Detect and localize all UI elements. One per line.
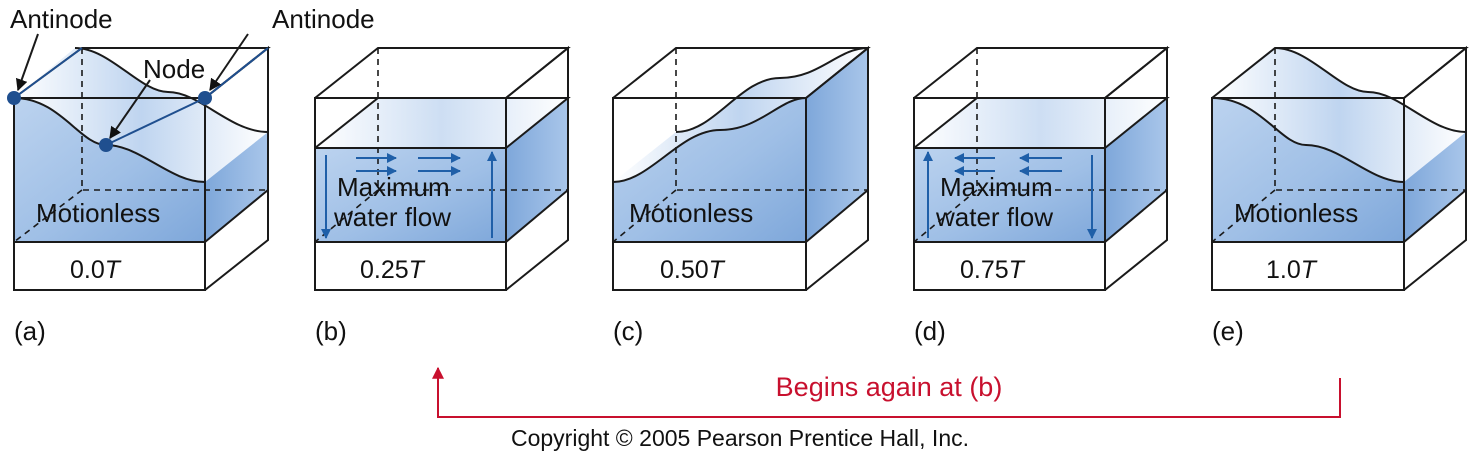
caption-d-line1: Maximum xyxy=(940,172,1053,202)
caption-e: Motionless xyxy=(1234,198,1358,228)
panel-d: Maximum water flow 0.75T (d) xyxy=(913,45,1170,346)
letter-e: (e) xyxy=(1212,316,1244,346)
antinode-label-right: Antinode xyxy=(272,4,375,34)
caption-d-line2: water flow xyxy=(935,202,1053,232)
period-symbol: T xyxy=(409,256,426,284)
time-e: 1.0T xyxy=(1266,256,1318,284)
caption-b-line2: water flow xyxy=(333,202,451,232)
antinode-dot-left xyxy=(7,91,21,105)
panel-a: Antinode Antinode Node Motionless 0.0T (… xyxy=(7,4,375,346)
time-a: 0.0T xyxy=(70,256,122,284)
cycle-note: Begins again at (b) xyxy=(776,372,1003,402)
panel-b: Maximum water flow 0.25T (b) xyxy=(314,45,571,346)
period-symbol: T xyxy=(1301,256,1318,284)
letter-d: (d) xyxy=(914,316,946,346)
caption-b-line1: Maximum xyxy=(337,172,450,202)
node-dot xyxy=(99,138,113,152)
letter-a: (a) xyxy=(14,316,46,346)
period-symbol: T xyxy=(105,256,122,284)
panel-e: Motionless 1.0T (e) xyxy=(1211,45,1469,346)
copyright-text: Copyright © 2005 Pearson Prentice Hall, … xyxy=(511,425,969,451)
time-c: 0.50T xyxy=(660,256,726,284)
antinode-label-left: Antinode xyxy=(10,4,113,34)
node-label: Node xyxy=(143,54,205,84)
period-symbol: T xyxy=(1009,256,1026,284)
antinode-dot-right xyxy=(198,91,212,105)
cycle-bracket: Begins again at (b) xyxy=(432,366,1341,418)
time-b: 0.25T xyxy=(360,256,426,284)
period-symbol: T xyxy=(709,256,726,284)
time-d: 0.75T xyxy=(960,256,1026,284)
caption-c: Motionless xyxy=(629,198,753,228)
caption-a: Motionless xyxy=(36,198,160,228)
panel-c: Motionless 0.50T (c) xyxy=(612,45,871,346)
letter-b: (b) xyxy=(315,316,347,346)
letter-c: (c) xyxy=(613,316,643,346)
